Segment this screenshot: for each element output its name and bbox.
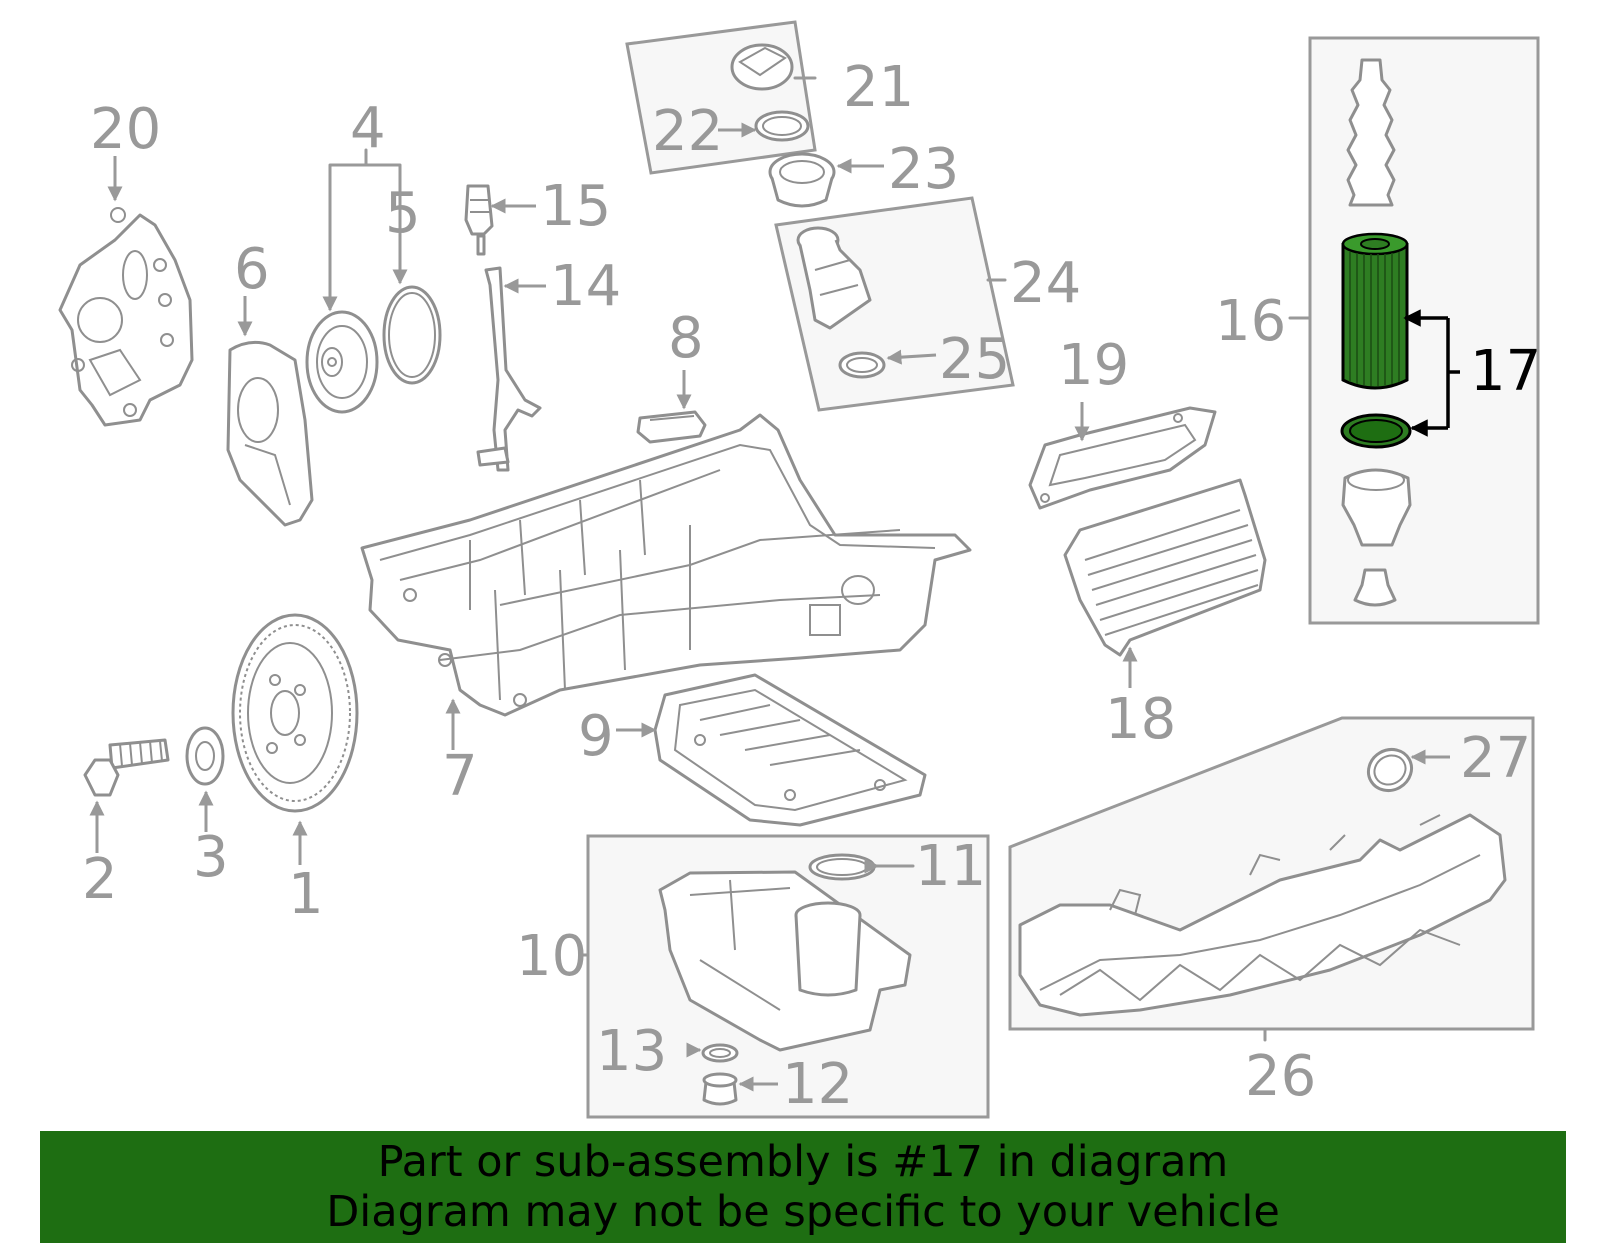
part-4-seal-assembly [305,310,379,414]
callout-6: 6 [234,237,270,302]
part-24-filler-tube [796,226,872,330]
callout-27: 27 [1460,726,1531,791]
part-8-cover [636,410,707,444]
callout-7: 7 [442,744,478,809]
part-2-bolt [83,738,170,797]
part-1-flywheel [231,613,359,813]
part-17-oil-filter-element [1341,232,1409,390]
part-12-drain-plug [702,1072,738,1106]
leader-lines [89,76,1450,1092]
callout-13: 13 [596,1019,667,1084]
part-15-sensor [464,184,494,256]
callout-8: 8 [668,306,704,371]
part-25-seal [838,351,886,379]
callout-17: 17 [1470,339,1541,404]
callout-18: 18 [1105,687,1176,752]
part-5-o-ring [382,285,442,385]
banner-line-2: Diagram may not be specific to your vehi… [326,1187,1280,1237]
part-16-filter-housing-assembly [1341,58,1412,607]
part-3-washer [185,726,225,786]
callout-20: 20 [90,97,161,162]
part-6-gasket [226,340,314,527]
callout-23: 23 [888,137,959,202]
callout-3: 3 [193,825,229,890]
part-13-washer [701,1043,739,1063]
callout-15: 15 [540,174,611,239]
part-9-baffle [653,673,927,827]
part-17-o-ring [1340,413,1412,449]
part-11-seal [808,853,876,881]
callout-2: 2 [82,847,118,912]
callout-4: 4 [350,96,386,161]
callout-numbers: 20 6 4 5 15 14 8 21 22 23 24 25 19 16 17… [82,55,1541,1117]
callout-1: 1 [288,862,324,927]
callout-14: 14 [550,254,621,319]
part-26-intake-manifold [1018,813,1507,1017]
callout-25: 25 [939,327,1010,392]
info-banner: Part or sub-assembly is #17 in diagram D… [40,1131,1566,1243]
part-23-filler-neck [768,152,836,208]
callout-9: 9 [578,704,614,769]
callout-11: 11 [915,834,986,899]
part-21-oil-cap [730,43,794,91]
callout-22: 22 [652,99,723,164]
callout-16: 16 [1215,289,1286,354]
part-27-seal [1366,747,1414,793]
banner-line-1: Part or sub-assembly is #17 in diagram [377,1137,1229,1187]
callout-21: 21 [843,55,914,120]
part-22-seal [754,110,810,142]
part-7-upper-oil-pan [360,413,972,717]
callout-12: 12 [782,1052,853,1117]
callout-26: 26 [1245,1044,1316,1109]
part-14-dipstick-tube [476,266,542,472]
callout-10: 10 [516,924,587,989]
part-18-oil-cooler [1063,478,1267,657]
part-19-gasket [1028,406,1217,510]
part-17-leader [1403,309,1460,437]
callout-24: 24 [1010,251,1081,316]
part-10-lower-oil-pan [658,870,912,1052]
callout-5: 5 [385,181,421,246]
callout-19: 19 [1058,333,1129,398]
part-20-timing-cover [58,207,194,427]
